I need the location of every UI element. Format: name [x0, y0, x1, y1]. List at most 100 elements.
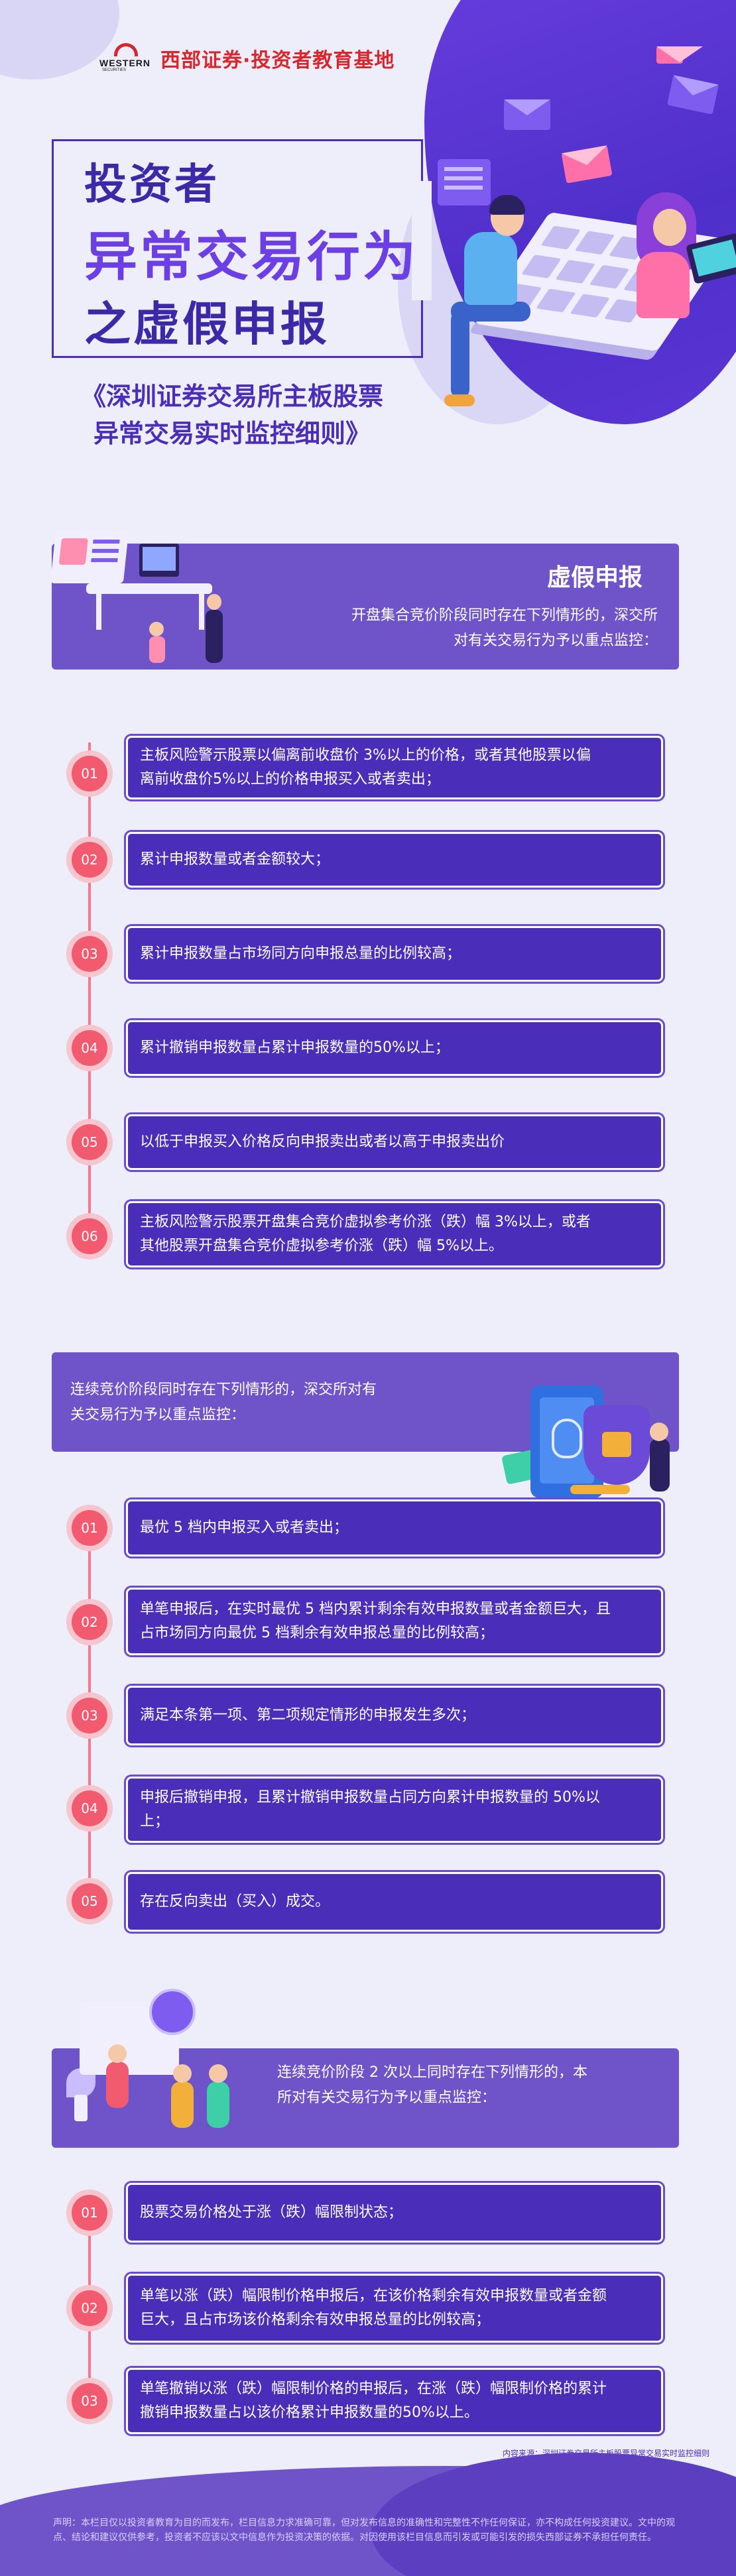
- number-label: 05: [72, 1883, 107, 1919]
- item-text: 以低于申报买入价格反向申报卖出或者以高于申报卖出价: [140, 1134, 505, 1150]
- item-text-line-2: 撤销申报数量占以该价格累计申报数量的50%以上。: [140, 2404, 479, 2421]
- item-text: 单笔以涨（跌）幅限制价格申报后，在该价格剩余有效申报数量或者金额 巨大，且占市场…: [140, 2284, 607, 2332]
- list-item: 单笔撤销以涨（跌）幅限制价格的申报后，在涨（跌）幅限制价格的累计 撤销申报数量占…: [126, 2368, 663, 2434]
- western-securities-logo: WESTERN SECURITIES: [99, 43, 153, 74]
- number-marker: 02: [66, 1599, 113, 1645]
- envelope-icon: [504, 99, 550, 130]
- item-text-line-1: 申报后撤销申报，且累计撤销申报数量占同方向累计申报数量的 50%以: [140, 1789, 600, 1806]
- item-text: 累计申报数量占市场同方向申报总量的比例较高；: [140, 945, 461, 962]
- desk-illustration: [96, 590, 101, 630]
- section2-intro-line-1: 连续竞价阶段同时存在下列情形的，深交所对有: [70, 1381, 377, 1398]
- number-label: 01: [72, 1510, 107, 1546]
- desk-illustration: [86, 583, 212, 594]
- number-label: 05: [72, 1124, 107, 1160]
- list-item: 最优 5 档内申报买入或者卖出；: [126, 1499, 663, 1556]
- item-text: 主板风险警示股票以偏离前收盘价 3%以上的价格，或者其他股票以偏 离前收盘价5%…: [140, 744, 591, 791]
- envelope-icon: [656, 46, 703, 64]
- monitor-icon: [139, 544, 179, 577]
- title-line-2: 异常交易行为: [84, 226, 418, 288]
- section3-intro-line-2: 所对有关交易行为予以重点监控：: [277, 2089, 497, 2106]
- subtitle-line-2: 异常交易实时监控细则》: [93, 419, 371, 448]
- title-line-3: 之虚假申报: [84, 297, 330, 351]
- item-text-line-2: 上；: [140, 1813, 170, 1830]
- person-illustration: [451, 312, 469, 398]
- person-illustration: [149, 622, 164, 636]
- number-label: 04: [72, 1030, 107, 1066]
- number-label: 03: [72, 936, 107, 972]
- list-item: 单笔以涨（跌）幅限制价格申报后，在该价格剩余有效申报数量或者金额 巨大，且占市场…: [126, 2274, 663, 2343]
- item-text: 最优 5 档内申报买入或者卖出；: [140, 1519, 348, 1536]
- item-text-line-2: 占市场同方向最优 5 档剩余有效申报总量的比例较高；: [140, 1625, 494, 1641]
- bull-horns-icon: [114, 43, 138, 56]
- number-marker: 03: [66, 1692, 113, 1739]
- number-marker: 04: [66, 1025, 113, 1071]
- person-illustration: [464, 232, 517, 305]
- item-text-line-1: 主板风险警示股票以偏离前收盘价 3%以上的价格，或者其他股票以偏: [140, 747, 591, 764]
- section3-intro: 连续竞价阶段 2 次以上同时存在下列情形的，本 所对有关交易行为予以重点监控：: [277, 2060, 668, 2111]
- number-label: 02: [72, 842, 107, 878]
- list-item: 累计申报数量占市场同方向申报总量的比例较高；: [126, 926, 663, 982]
- person-illustration: [173, 2064, 192, 2083]
- list-item: 累计撤销申报数量占累计申报数量的50%以上；: [126, 1020, 663, 1076]
- person-illustration: [207, 2081, 229, 2128]
- brand-name: 西部证券·投资者教育基地: [160, 49, 395, 72]
- item-text: 主板风险警示股票开盘集合竞价虚拟参考价涨（跌）幅 3%以上，或者 其他股票开盘集…: [140, 1210, 591, 1258]
- person-illustration: [106, 2062, 129, 2108]
- list-item: 单笔申报后，在实时最优 5 档内累计剩余有效申报数量或者金额巨大，且 占市场同方…: [126, 1588, 663, 1655]
- number-label: 02: [72, 2290, 107, 2326]
- item-text: 满足本条第一项、第二项规定情形的申报发生多次；: [140, 1707, 476, 1724]
- number-label: 01: [72, 2195, 107, 2231]
- brand: WESTERN SECURITIES 西部证券·投资者教育基地: [99, 38, 395, 78]
- person-illustration: [108, 2044, 127, 2063]
- number-marker: 01: [66, 750, 113, 797]
- list-item: 股票交易价格处于涨（跌）幅限制状态；: [126, 2183, 663, 2243]
- item-text: 股票交易价格处于涨（跌）幅限制状态；: [140, 2204, 403, 2221]
- item-text-line-2: 离前收盘价5%以上的价格申报买入或者卖出；: [140, 771, 440, 788]
- section2-intro-line-2: 关交易行为予以重点监控：: [70, 1407, 246, 1423]
- timeline-line: [88, 742, 91, 1220]
- number-label: 01: [72, 756, 107, 791]
- section3-intro-line-1: 连续竞价阶段 2 次以上同时存在下列情形的，本: [277, 2064, 587, 2081]
- chat-card-icon: [438, 159, 491, 205]
- list-item: 以低于申报买入价格反向申报卖出或者以高于申报卖出价: [126, 1114, 663, 1170]
- plant-illustration: [74, 2095, 88, 2121]
- number-label: 04: [72, 1790, 107, 1826]
- list-item: 主板风险警示股票开盘集合竞价虚拟参考价涨（跌）幅 3%以上，或者 其他股票开盘集…: [126, 1201, 663, 1267]
- badge-icon: [149, 1989, 196, 2035]
- list-item: 存在反向卖出（买入）成交。: [126, 1872, 663, 1932]
- hero: WESTERN SECURITIES 西部证券·投资者教育基地 投资者 异常交易…: [0, 0, 736, 477]
- number-marker: 01: [66, 1505, 113, 1551]
- number-label: 03: [72, 1698, 107, 1733]
- number-marker: 05: [66, 1878, 113, 1924]
- section1-intro-line-2: 对有关交易行为予以重点监控：: [453, 632, 658, 649]
- item-text: 单笔撤销以涨（跌）幅限制价格的申报后，在涨（跌）幅限制价格的累计 撤销申报数量占…: [140, 2377, 607, 2425]
- item-text-line-1: 单笔撤销以涨（跌）幅限制价格的申报后，在涨（跌）幅限制价格的累计: [140, 2380, 607, 2397]
- person-illustration: [171, 2081, 194, 2128]
- fingerprint-icon: [552, 1419, 582, 1458]
- item-text-line-1: 单笔申报后，在实时最优 5 档内累计剩余有效申报数量或者金额巨大，且: [140, 1601, 611, 1617]
- item-text-line-2: 巨大，且占市场该价格剩余有效申报总量的比例较高；: [140, 2312, 491, 2328]
- number-marker: 04: [66, 1785, 113, 1832]
- list-item: 主板风险警示股票以偏离前收盘价 3%以上的价格，或者其他股票以偏 离前收盘价5%…: [126, 736, 663, 799]
- person-illustration: [206, 610, 223, 663]
- item-text-line-1: 单笔以涨（跌）幅限制价格申报后，在该价格剩余有效申报数量或者金额: [140, 2288, 607, 2304]
- list-item: 满足本条第一项、第二项规定情形的申报发生多次；: [126, 1686, 663, 1745]
- number-marker: 05: [66, 1119, 113, 1165]
- number-marker: 02: [66, 2285, 113, 2331]
- person-illustration: [489, 195, 525, 215]
- logo-sub: SECURITIES: [102, 68, 127, 72]
- title-frame: 投资者 异常交易行为 之虚假申报: [52, 139, 432, 358]
- person-illustration: [637, 252, 690, 318]
- key-icon: [570, 1485, 630, 1494]
- section1-intro: 开盘集合竞价阶段同时存在下列情形的，深交所 对有关交易行为予以重点监控：: [286, 603, 658, 654]
- number-marker: 03: [66, 931, 113, 977]
- person-illustration: [209, 2064, 227, 2083]
- item-text: 存在反向卖出（买入）成交。: [140, 1893, 330, 1910]
- person-illustration: [650, 1423, 668, 1441]
- title-line-1: 投资者: [84, 160, 219, 209]
- item-text: 累计撤销申报数量占累计申报数量的50%以上；: [140, 1039, 450, 1056]
- desk-illustration: [199, 590, 204, 630]
- list-item: 申报后撤销申报，且累计撤销申报数量占同方向累计申报数量的 50%以 上；: [126, 1777, 663, 1843]
- frame-gap: [412, 181, 432, 300]
